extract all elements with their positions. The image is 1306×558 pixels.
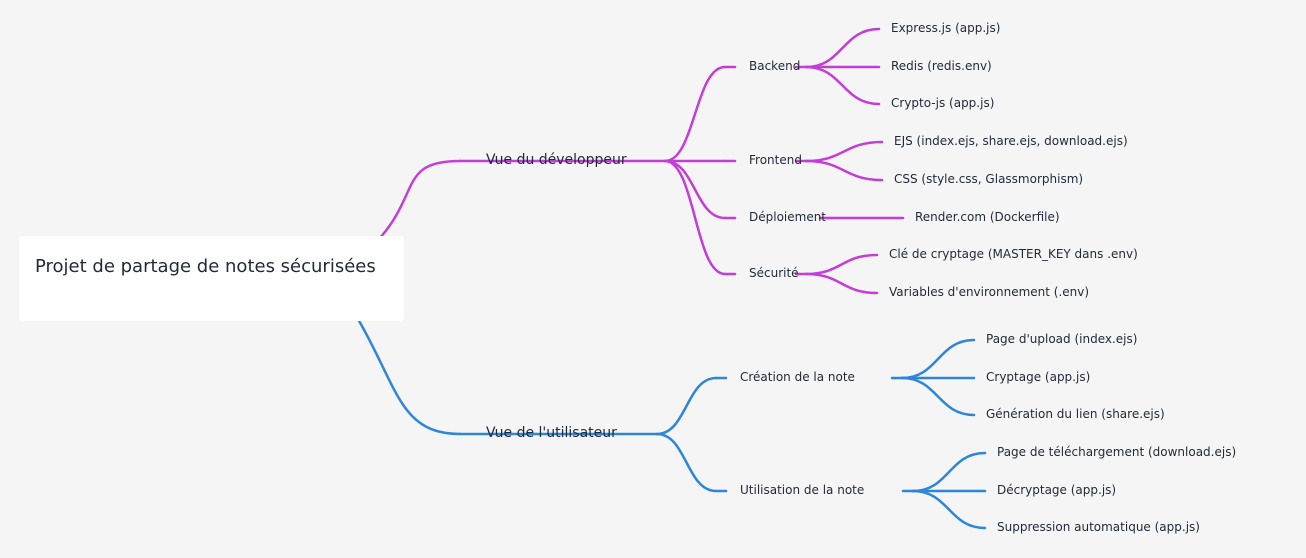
leaf-node-label[interactable]: Clé de cryptage (MASTER_KEY dans .env) [889, 247, 1138, 261]
topic-node-label[interactable]: Frontend [749, 153, 802, 167]
connector-branch-to-topic [663, 65, 727, 163]
branch-node-label[interactable]: Vue de l'utilisateur [486, 425, 617, 441]
leaf-node-label[interactable]: Page de téléchargement (download.ejs) [997, 445, 1237, 459]
leaf-node-label[interactable]: Suppression automatique (app.js) [997, 520, 1200, 534]
topic-node-label[interactable]: Déploiement [749, 210, 827, 224]
leaf-node-label[interactable]: Render.com (Dockerfile) [915, 210, 1060, 224]
leaf-node-label[interactable]: Crypto-js (app.js) [891, 96, 995, 110]
connector-root-to-branch [378, 159, 462, 240]
connector-topic-to-leaf [900, 338, 976, 380]
branch-node-label[interactable]: Vue du développeur [486, 152, 627, 168]
root-node-label: Projet de partage de notes sécurisées [35, 256, 376, 277]
connector-branch-to-topic [663, 159, 727, 276]
root-node[interactable]: Projet de partage de notes sécurisées [19, 236, 404, 321]
connector-branch-to-topic [655, 432, 718, 493]
leaf-node-label[interactable]: Génération du lien (share.ejs) [986, 407, 1165, 421]
connector-topic-to-leaf [900, 376, 976, 417]
topic-node-label[interactable]: Création de la note [740, 370, 855, 384]
leaf-node-label[interactable]: EJS (index.ejs, share.ejs, download.ejs) [894, 134, 1128, 148]
topic-node-label[interactable]: Sécurité [749, 266, 799, 280]
connector-topic-to-leaf [804, 65, 881, 106]
connector-topic-to-leaf [911, 489, 987, 530]
connector-topic-to-leaf [804, 140, 884, 163]
connector-topic-to-leaf [804, 253, 879, 276]
leaf-node-label[interactable]: Redis (redis.env) [891, 59, 992, 73]
connector-branch-to-topic [655, 376, 718, 436]
connector-topic-to-leaf [911, 451, 987, 493]
leaf-node-label[interactable]: Express.js (app.js) [891, 21, 1001, 35]
topic-node-label[interactable]: Utilisation de la note [740, 483, 865, 497]
leaf-node-label[interactable]: Page d'upload (index.ejs) [986, 332, 1138, 346]
connector-topic-to-leaf [804, 27, 881, 69]
leaf-node-label[interactable]: Variables d'environnement (.env) [889, 285, 1090, 299]
leaf-node-label[interactable]: Décryptage (app.js) [997, 483, 1117, 497]
connector-topic-to-leaf [804, 272, 879, 295]
topic-node-label[interactable]: Backend [749, 59, 801, 73]
leaf-node-label[interactable]: Cryptage (app.js) [986, 370, 1091, 384]
connector-topic-to-leaf [804, 159, 884, 182]
connector-branch-to-topic [663, 159, 727, 220]
leaf-node-label[interactable]: CSS (style.css, Glassmorphism) [894, 172, 1084, 186]
connector-root-to-branch [356, 317, 462, 436]
